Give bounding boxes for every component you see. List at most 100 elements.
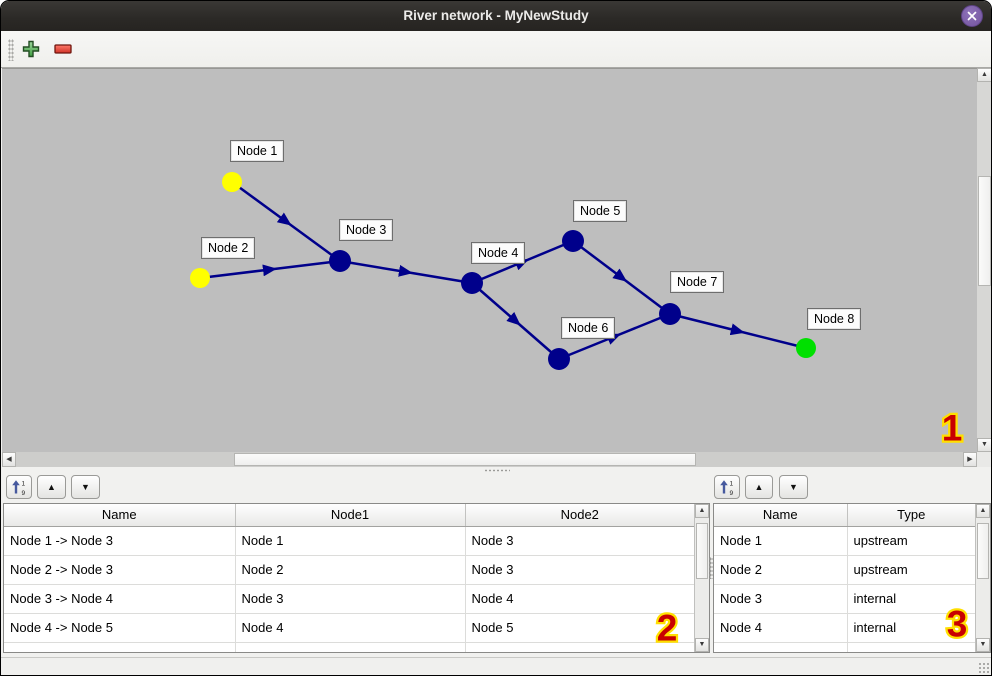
resize-grip[interactable] (978, 662, 990, 674)
table-cell[interactable]: Node 4 (235, 613, 466, 643)
nodes-move-up-button[interactable]: ▲ (745, 475, 773, 499)
table-cell[interactable]: Node 1 (714, 526, 848, 556)
table-cell[interactable]: internal (847, 613, 975, 643)
node-label-Node3[interactable]: Node 3 (339, 219, 394, 241)
table-cell[interactable]: Node 3 -> Node 4 (4, 584, 236, 614)
node-circle-Node7[interactable] (659, 303, 681, 325)
nodes-move-down-button[interactable]: ▼ (779, 475, 808, 499)
remove-node-button[interactable] (52, 38, 74, 60)
scrollbar-thumb[interactable] (978, 176, 991, 286)
scrollbar-thumb[interactable] (696, 523, 708, 579)
table-cell[interactable]: Node 4 (465, 584, 694, 614)
node-label-Node8[interactable]: Node 8 (807, 308, 862, 330)
table-cell[interactable]: internal (847, 584, 975, 614)
up-arrow-icon: ▲ (981, 71, 988, 78)
scroll-left-button[interactable]: ◀ (2, 452, 16, 467)
scroll-down-button[interactable]: ▼ (977, 438, 991, 452)
table-row-empty[interactable] (4, 642, 694, 652)
nodes-sort-button[interactable]: 1 9 (714, 475, 740, 499)
titlebar[interactable]: River network - MyNewStudy (1, 1, 991, 31)
edge-Node3-Node4[interactable] (339, 259, 473, 285)
nodes-table-scrollbar[interactable]: ▲ ▼ (975, 504, 990, 652)
node-label-Node4[interactable]: Node 4 (471, 242, 526, 264)
table-cell[interactable]: Node 1 -> Node 3 (4, 526, 236, 556)
node-circle-Node5[interactable] (562, 230, 584, 252)
node-label-Node5[interactable]: Node 5 (573, 200, 628, 222)
status-strip (1, 657, 991, 675)
column-header-node1[interactable]: Node1 (235, 504, 466, 527)
svg-text:1: 1 (22, 481, 26, 488)
node-circle-Node1[interactable] (222, 172, 242, 192)
pane-splitter[interactable] (1, 467, 991, 474)
table-splitter-handle[interactable] (709, 557, 714, 579)
node-label-Node7[interactable]: Node 7 (670, 271, 725, 293)
reaches-table-scrollbar[interactable]: ▲ ▼ (694, 504, 709, 652)
reaches-sort-button[interactable]: 1 9 (6, 475, 32, 499)
table-cell[interactable]: Node 4 -> Node 5 (4, 613, 236, 643)
node-circle-Node4[interactable] (461, 272, 483, 294)
table-row-empty[interactable] (714, 642, 975, 652)
node-circle-Node2[interactable] (190, 268, 210, 288)
table-cell[interactable]: Node 3 (465, 555, 694, 585)
node-circle-Node6[interactable] (548, 348, 570, 370)
close-button[interactable] (961, 5, 983, 27)
edge-Node5-Node7[interactable] (572, 240, 671, 315)
canvas-vertical-scrollbar[interactable]: ▲ ▼ (977, 68, 991, 452)
table-cell[interactable]: Node 3 (235, 584, 466, 614)
reaches-move-down-button[interactable]: ▼ (71, 475, 100, 499)
node-circle-Node8[interactable] (796, 338, 816, 358)
scroll-up-button[interactable]: ▲ (976, 504, 990, 518)
node-label-Node2[interactable]: Node 2 (201, 237, 256, 259)
table-cell[interactable] (235, 642, 466, 652)
header-row: Name Node1 Node2 (4, 504, 694, 527)
table-cell[interactable] (714, 642, 848, 652)
add-node-button[interactable] (20, 38, 42, 60)
table-cell[interactable]: Node 5 (465, 613, 694, 643)
scroll-up-button[interactable]: ▲ (977, 68, 991, 82)
table-cell[interactable]: Node 2 (714, 555, 848, 585)
table-cell[interactable]: upstream (847, 555, 975, 585)
scroll-down-button[interactable]: ▼ (695, 638, 709, 652)
edge-Node2-Node3[interactable] (199, 259, 341, 280)
node-circle-Node3[interactable] (329, 250, 351, 272)
column-header-name[interactable]: Name (4, 504, 236, 527)
canvas[interactable]: Node 1 Node 2 Node 3 Node 4 Node 5 Node 6 Node… (2, 68, 977, 452)
toolbar-grip[interactable] (8, 39, 14, 61)
column-header-type[interactable]: Type (847, 504, 975, 527)
table-cell[interactable]: Node 2 -> Node 3 (4, 555, 236, 585)
node-label-Node1[interactable]: Node 1 (230, 140, 285, 162)
column-header-node2[interactable]: Node2 (465, 504, 694, 527)
reaches-move-up-button[interactable]: ▲ (37, 475, 66, 499)
table-cell[interactable]: Node 3 (465, 526, 694, 556)
table-cell[interactable]: Node 1 (235, 526, 466, 556)
edge-Node4-Node6[interactable] (471, 282, 560, 360)
main-toolbar (1, 31, 991, 68)
table-cell[interactable]: Node 3 (714, 584, 848, 614)
table-cell[interactable] (465, 642, 694, 652)
edge-Node7-Node8[interactable] (669, 312, 807, 350)
node-label-Node6[interactable]: Node 6 (561, 317, 616, 339)
canvas-horizontal-scrollbar[interactable]: ◀ ▶ (2, 452, 977, 467)
scroll-right-button[interactable]: ▶ (963, 452, 977, 467)
scroll-up-button[interactable]: ▲ (695, 504, 709, 518)
column-header-name[interactable]: Name (714, 504, 848, 527)
scrollbar-thumb[interactable] (977, 523, 989, 579)
table-cell[interactable]: Node 2 (235, 555, 466, 585)
edge-Node1-Node3[interactable] (231, 180, 341, 263)
table-cell[interactable]: Node 4 (714, 613, 848, 643)
table-cell[interactable] (847, 642, 975, 652)
table-cell[interactable] (4, 642, 236, 652)
down-arrow-icon: ▼ (979, 641, 987, 648)
scrollbar-thumb[interactable] (234, 453, 696, 466)
table-cell[interactable]: upstream (847, 526, 975, 556)
scroll-down-button[interactable]: ▼ (976, 638, 990, 652)
